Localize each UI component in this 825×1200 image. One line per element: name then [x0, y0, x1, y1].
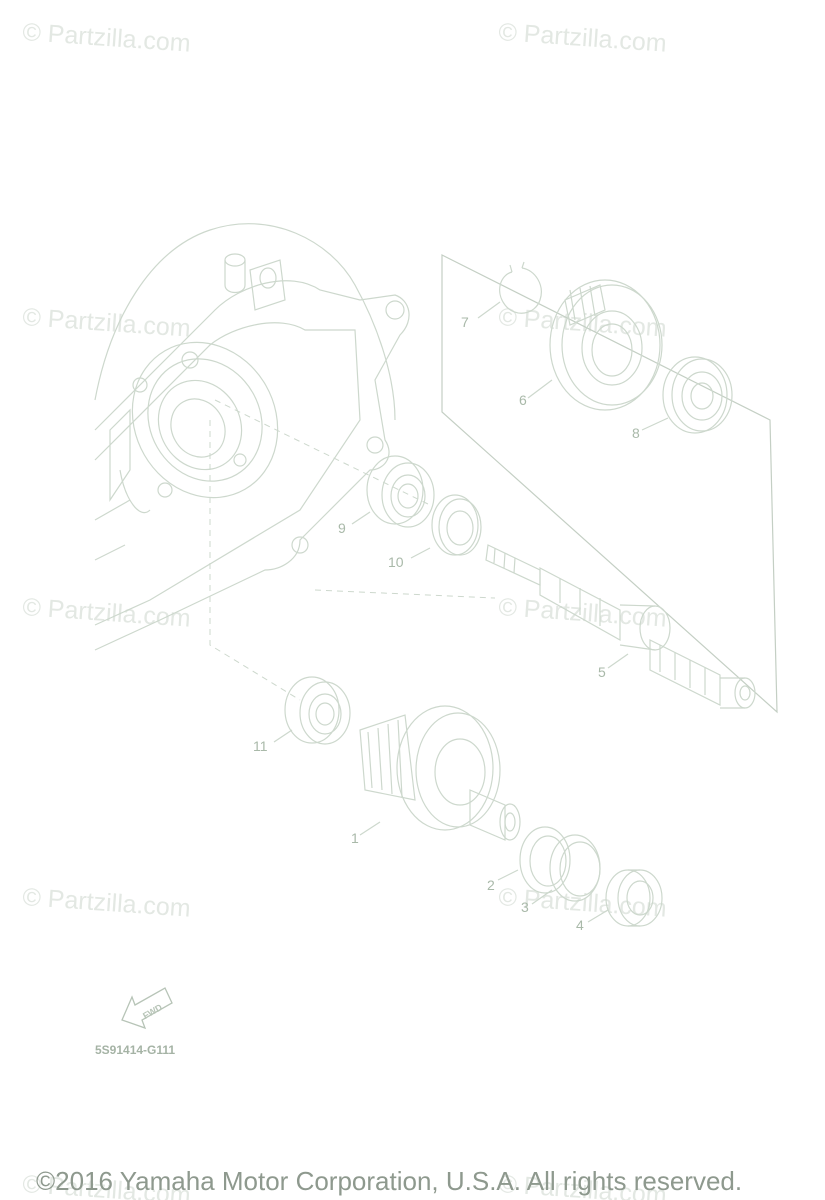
- part-3-washer: [549, 834, 601, 902]
- crankcase-cover: [94, 223, 410, 651]
- part-number-2: 2: [487, 877, 495, 893]
- subassembly-outline: [441, 254, 778, 714]
- watermarks: © Partzilla.com © Partzilla.com © Partzi…: [22, 18, 668, 1200]
- part-number-3: 3: [521, 899, 529, 915]
- watermark: © Partzilla.com: [22, 18, 192, 58]
- watermark: © Partzilla.com: [498, 303, 668, 343]
- part-number-11: 11: [253, 738, 268, 754]
- part-1-gear: [359, 705, 521, 841]
- part-2-washer: [519, 826, 571, 894]
- part-6-gear: [549, 279, 663, 411]
- assembly-lines: [209, 399, 496, 701]
- watermark: © Partzilla.com: [22, 883, 192, 923]
- part-number-7: 7: [461, 314, 469, 330]
- part-number-4: 4: [576, 917, 584, 933]
- watermark: © Partzilla.com: [498, 593, 668, 633]
- part-number-5: 5: [598, 664, 606, 680]
- watermark: © Partzilla.com: [22, 593, 192, 633]
- part-4-bearing: [605, 869, 663, 927]
- part-number-10: 10: [388, 554, 404, 570]
- part-number-6: 6: [519, 392, 527, 408]
- diagram-code: 5S91414-G111: [95, 1043, 175, 1057]
- part-9-bearing: [366, 455, 435, 528]
- part-number-8: 8: [632, 425, 640, 441]
- fwd-arrow-icon: FWD: [121, 987, 173, 1030]
- part-number-labels: 1 2 3 4 5 6 7 8 9 10 11: [253, 314, 640, 933]
- part-leaders: [273, 301, 669, 923]
- fwd-label: FWD: [141, 1002, 164, 1021]
- watermark: © Partzilla.com: [22, 303, 192, 343]
- part-10-oil-seal: [431, 494, 482, 556]
- part-number-1: 1: [351, 830, 359, 846]
- part-number-9: 9: [338, 520, 346, 536]
- part-5-axle: [485, 544, 756, 709]
- watermark: © Partzilla.com: [498, 18, 668, 58]
- copyright-notice: ©2016 Yamaha Motor Corporation, U.S.A. A…: [36, 1166, 742, 1196]
- part-7-circlip: [499, 261, 542, 314]
- part-11-bearing: [284, 676, 351, 745]
- part-8-bearing: [662, 356, 733, 434]
